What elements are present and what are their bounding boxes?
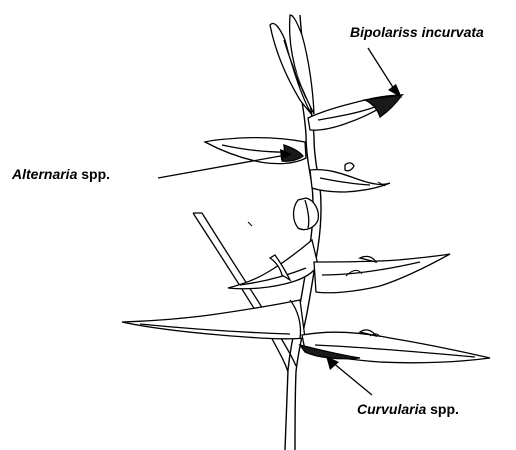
label-bipolaris-text: Bipolariss incurvata: [350, 24, 484, 40]
top-bract: [270, 15, 314, 115]
label-alternaria-genus: Alternaria: [12, 166, 77, 182]
label-curvularia-genus: Curvularia: [357, 401, 426, 417]
label-curvularia-spp: Curvularia spp.: [357, 401, 459, 417]
label-bipolaris-incurvata: Bipolariss incurvata: [350, 24, 484, 40]
bract-right-upper: [308, 95, 402, 130]
label-alternaria-spp: Alternaria spp.: [12, 166, 110, 182]
label-alternaria-suffix: spp.: [77, 166, 110, 182]
label-curvularia-suffix: spp.: [426, 401, 459, 417]
arrow-bipolaris: [368, 48, 402, 98]
bract-left-lower: [122, 300, 305, 339]
arrow-curvularia: [326, 356, 372, 395]
bud-middle: [294, 198, 319, 230]
bract-right-middle: [310, 163, 390, 192]
side-stem: [193, 213, 296, 372]
bract-right-lower-middle: [314, 254, 450, 293]
bract-left-upper: [205, 138, 306, 164]
